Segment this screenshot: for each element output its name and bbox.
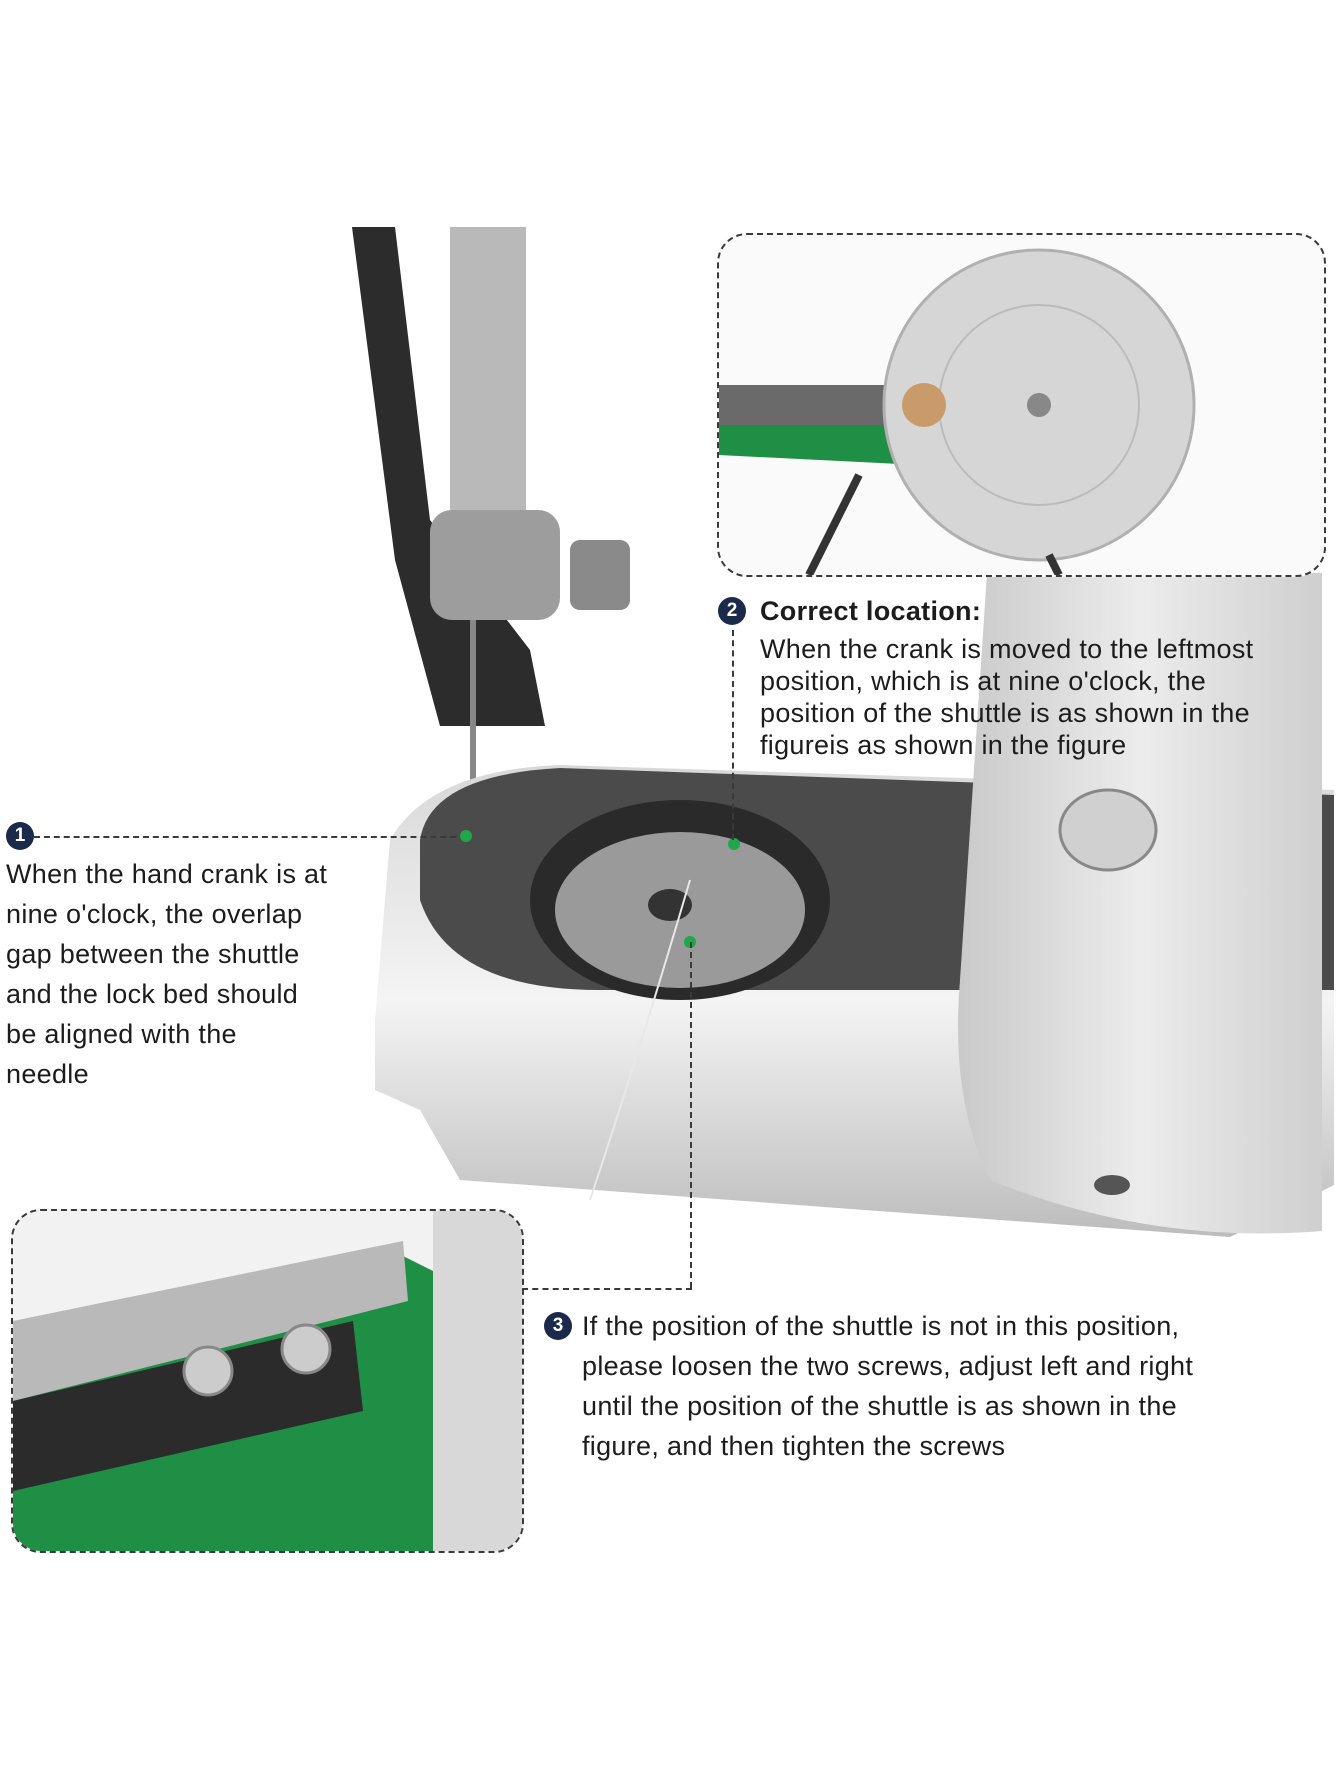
callout-2-line: When the crank is moved to the leftmost <box>760 634 1254 664</box>
callout-1-badge: 1 <box>6 822 34 850</box>
machine-arm <box>352 227 545 726</box>
callout-3-line: please loosen the two screws, adjust lef… <box>582 1351 1194 1381</box>
callout-2-leader <box>732 630 734 840</box>
callout-3-badge: 3 <box>544 1312 572 1340</box>
inset-correct-location <box>717 233 1326 577</box>
callout-3-line: If the position of the shuttle is not in… <box>582 1311 1180 1341</box>
inset-screws-photo <box>13 1211 522 1551</box>
callout-2-line: position of the shuttle is as shown in t… <box>760 698 1250 728</box>
callout-2-title: Correct location: <box>760 596 982 626</box>
screw-2 <box>280 1323 332 1375</box>
callout-1-line: When the hand crank is at <box>6 859 328 889</box>
callout-1-line: gap between the shuttle <box>6 939 300 969</box>
marker-dot <box>460 830 472 842</box>
callout-2-badge: 2 <box>718 597 746 625</box>
callout-1-line: nine o'clock, the overlap <box>6 899 303 929</box>
inset-crank-photo <box>719 248 1196 575</box>
callout-3-leader <box>690 942 692 1288</box>
callout-1-line: and the lock bed should <box>6 979 299 1009</box>
callout-3-line: until the position of the shuttle is as … <box>582 1391 1177 1421</box>
callout-1-leader <box>34 836 466 838</box>
needle-bar <box>450 227 526 527</box>
callout-2-line: figureis as shown in the figure <box>760 730 1127 760</box>
needle <box>470 620 476 830</box>
marker-dot <box>728 838 740 850</box>
callout-2-text: When the crank is moved to the leftmost … <box>760 633 1253 761</box>
callout-3-text: If the position of the shuttle is not in… <box>582 1306 1193 1466</box>
inset-adjust-screws <box>11 1209 524 1553</box>
crank-plate <box>958 573 1322 1234</box>
callout-2-line: position, which is at nine o'clock, the <box>760 666 1207 696</box>
callout-3-leader-horizontal <box>522 1288 692 1290</box>
callout-1-text: When the hand crank is at nine o'clock, … <box>6 854 327 1094</box>
callout-1-line: be aligned with the <box>6 1019 237 1049</box>
needle-clamp <box>430 510 560 620</box>
callout-3-line: figure, and then tighten the screws <box>582 1431 1006 1461</box>
callout-1-line: needle <box>6 1059 89 1089</box>
screw-1 <box>182 1345 234 1397</box>
thread <box>589 879 691 1201</box>
